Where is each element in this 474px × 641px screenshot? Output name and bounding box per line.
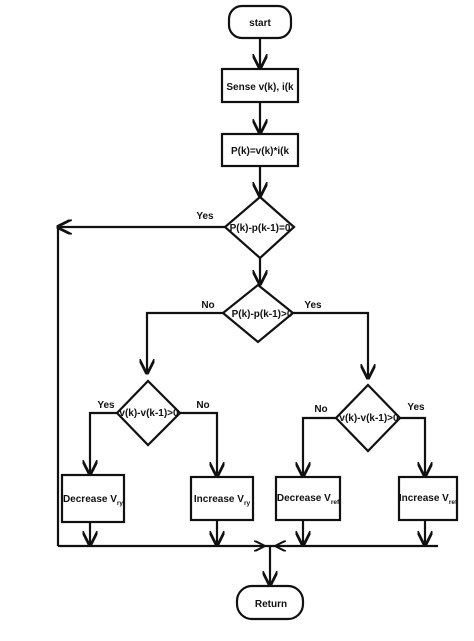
edge-decision3-no	[180, 411, 217, 476]
increase-left-main: Increase V	[194, 494, 244, 505]
node-decrease-right: Decrease Vref	[274, 475, 342, 522]
increase-right-sub: ref	[449, 499, 458, 506]
increase-left-box	[189, 475, 255, 522]
increase-right-label: Increase Vref	[399, 493, 458, 506]
edge-decision4-yes	[400, 416, 425, 476]
node-decision4: v(k)-v(k-1)>0	[334, 383, 402, 453]
decrease-left-label: Decrease Vry	[63, 494, 123, 507]
power-label: P(k)=v(k)*i(k	[231, 146, 290, 157]
sense-box	[220, 67, 300, 104]
node-sense: Sense v(k), i(k	[220, 67, 300, 104]
node-increase-left: Increase Vry	[189, 475, 255, 522]
edge-decision2-no	[147, 311, 223, 373]
node-decision2: P(k)-p(k-1)>0	[221, 283, 295, 344]
node-return: Return	[235, 584, 305, 621]
decision1-label: P(k)-p(k-1)=0	[230, 223, 291, 234]
label-decision4-no: No	[314, 404, 327, 415]
node-decrease-left: Decrease Vry	[60, 473, 126, 524]
label-decision4-yes: Yes	[407, 402, 425, 413]
label-decision3-yes: Yes	[97, 400, 115, 411]
increase-right-box	[397, 475, 459, 522]
node-power: P(k)=v(k)*i(k	[220, 132, 300, 168]
decrease-right-main: Decrease V	[277, 493, 331, 504]
increase-left-sub: ry	[244, 500, 251, 507]
edge-decision2-yes	[293, 311, 368, 378]
decrease-right-sub: ref	[331, 499, 340, 506]
decision3-label: v(k)-v(k-1)>0	[119, 408, 179, 419]
sense-label: Sense v(k), i(k	[226, 82, 294, 93]
label-decision1-yes: Yes	[196, 211, 214, 222]
decision4-label: v(k)-v(k-1)>0	[339, 413, 399, 424]
return-terminal	[235, 584, 305, 621]
edge-decision4-no	[303, 416, 336, 476]
node-decision1: P(k)-p(k-1)=0	[223, 195, 296, 260]
decrease-left-main: Decrease V	[63, 494, 117, 505]
edge-decision3-yes	[90, 411, 117, 474]
node-decision3: v(k)-v(k-1)>0	[115, 379, 182, 447]
decision4-diamond	[334, 383, 402, 453]
edge-labels: Yes No Yes Yes No No Yes	[97, 211, 425, 415]
decision2-label: P(k)-p(k-1)>0	[232, 309, 293, 320]
label-decision2-no: No	[201, 300, 214, 311]
label-decision2-yes: Yes	[304, 300, 322, 311]
increase-left-label: Increase Vry	[194, 494, 251, 507]
node-start: start	[227, 4, 293, 40]
connectors	[58, 38, 438, 585]
decrease-right-box	[274, 475, 342, 522]
start-terminal	[227, 4, 293, 40]
return-label: Return	[255, 599, 287, 610]
start-label: start	[249, 18, 271, 29]
node-increase-right: Increase Vref	[397, 475, 459, 522]
label-decision3-no: No	[196, 400, 209, 411]
decision3-diamond	[115, 379, 182, 447]
power-box	[220, 132, 300, 168]
decision2-diamond	[221, 283, 295, 344]
decrease-right-label: Decrease Vref	[277, 493, 340, 506]
decision1-diamond	[223, 195, 296, 260]
decrease-left-box	[60, 473, 126, 524]
increase-right-main: Increase V	[399, 493, 449, 504]
decrease-left-sub: ry	[117, 500, 124, 507]
